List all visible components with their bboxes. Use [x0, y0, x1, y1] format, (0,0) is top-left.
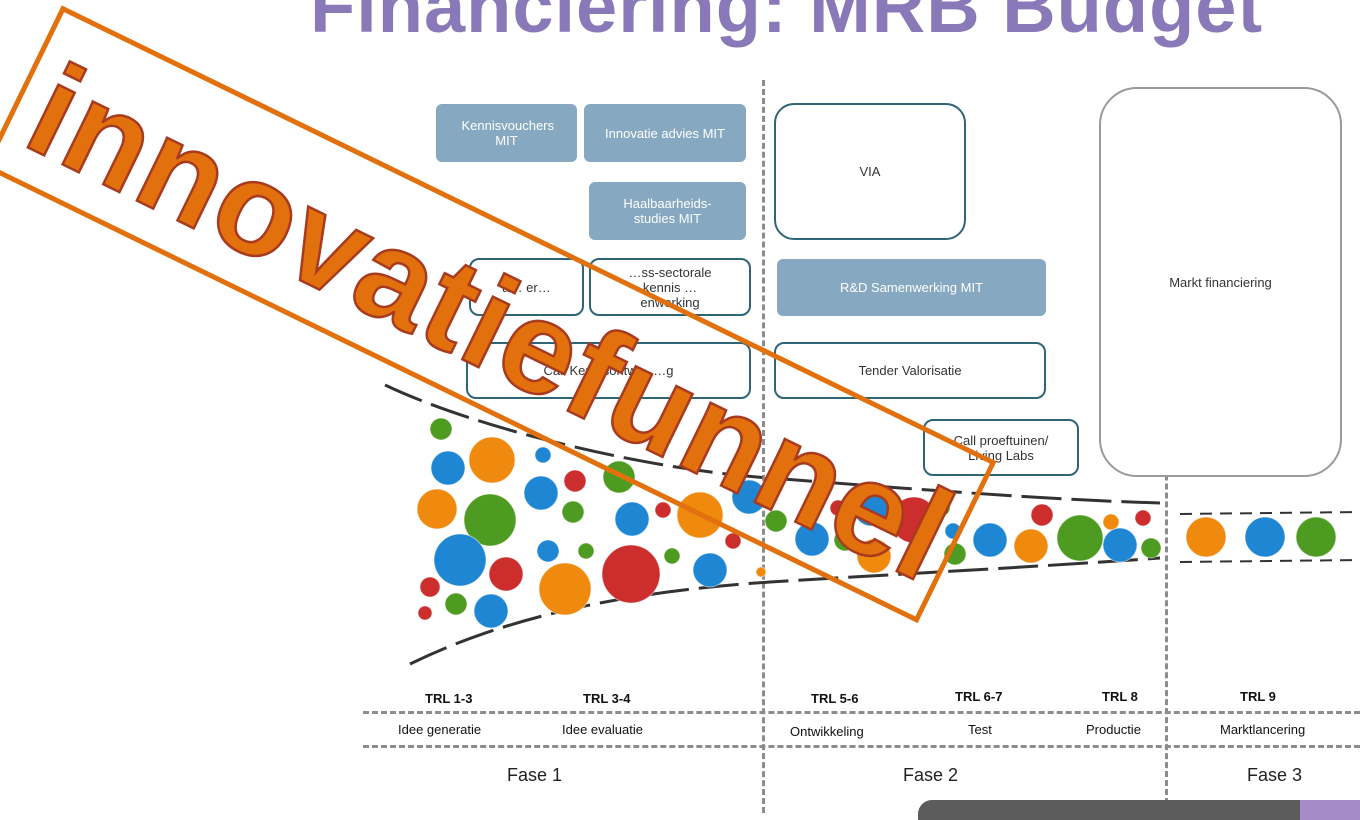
- funnel-ball: [429, 417, 453, 441]
- phase-label-1: Fase 1: [507, 765, 563, 785]
- funnel-ball: [614, 501, 650, 537]
- stage-line-mid: [363, 745, 1360, 748]
- funnel-ball: [419, 576, 441, 598]
- trl-label-6: TRL 9: [1240, 689, 1276, 704]
- trl-label-3: TRL 5-6: [811, 691, 859, 706]
- funnel-ball: [676, 491, 724, 539]
- funnel-ball: [833, 528, 857, 552]
- funnel-ball: [488, 556, 524, 592]
- funnel-ball: [906, 547, 924, 565]
- stage-label-5: Productie: [1086, 722, 1141, 737]
- funnel-ball: [692, 552, 728, 588]
- funnel-ball: [1056, 514, 1104, 562]
- funnel-top-line-right: [1179, 511, 1360, 515]
- trl-label-4: TRL 6-7: [955, 689, 1003, 704]
- funnel-ball: [602, 460, 636, 494]
- footer-bar-accent: [1300, 800, 1360, 820]
- funnel-ball: [829, 499, 847, 517]
- funnel-ball: [972, 522, 1008, 558]
- funnel-ball: [523, 475, 559, 511]
- funnel-ball: [856, 538, 892, 574]
- funnel-ball: [534, 446, 552, 464]
- funnel-ball: [944, 522, 962, 540]
- funnel-ball: [764, 509, 788, 533]
- funnel-ball: [1030, 503, 1054, 527]
- funnel-ball: [430, 450, 466, 486]
- funnel-ball: [1013, 528, 1049, 564]
- funnel-ball: [538, 562, 592, 616]
- funnel-ball: [1244, 516, 1286, 558]
- funnel-ball: [663, 547, 681, 565]
- funnel-ball: [755, 566, 767, 578]
- funnel-ball: [536, 539, 560, 563]
- funnel-ball: [416, 488, 458, 530]
- funnel-ball: [724, 532, 742, 550]
- funnel-ball: [853, 491, 889, 527]
- funnel-ball: [468, 436, 516, 484]
- phase-label-2: Fase 2: [903, 765, 959, 785]
- funnel-ball: [417, 605, 433, 621]
- funnel-ball: [805, 500, 823, 518]
- stage-label-1: Idee generatie: [398, 722, 482, 737]
- trl-label-1: TRL 1-3: [425, 691, 473, 706]
- stage-label-3: Ontwikkeling: [790, 724, 864, 739]
- funnel-ball: [1134, 509, 1152, 527]
- markt-financiering-box: Markt financiering: [1099, 87, 1342, 477]
- funnel-ball: [1140, 537, 1162, 559]
- funnel-ball: [433, 533, 487, 587]
- footer-bar: [918, 800, 1308, 820]
- stage-label-6: Marktlancering: [1220, 722, 1306, 737]
- funnel-ball: [1295, 516, 1337, 558]
- stage-label-2: Idee evaluatie: [562, 722, 643, 737]
- stage-label-4: Test: [968, 722, 992, 737]
- funnel-ball: [890, 496, 938, 544]
- funnel-bottom-line-right: [1179, 559, 1360, 563]
- funnel-ball: [654, 501, 672, 519]
- trl-label-2: TRL 3-4: [583, 691, 631, 706]
- funnel-ball: [563, 469, 587, 493]
- markt-financiering-label: Markt financiering: [1169, 274, 1272, 290]
- funnel-ball: [943, 542, 967, 566]
- funnel-ball: [1102, 513, 1120, 531]
- trl-label-5: TRL 8: [1102, 689, 1138, 704]
- stage-line-top: [363, 711, 1360, 714]
- funnel-ball: [473, 593, 509, 629]
- phase-label-3: Fase 3: [1247, 765, 1303, 785]
- funnel-ball: [1102, 527, 1138, 563]
- funnel-ball: [1185, 516, 1227, 558]
- funnel-ball: [561, 500, 585, 524]
- funnel-ball: [444, 592, 468, 616]
- funnel-ball: [731, 479, 767, 515]
- funnel-ball: [577, 542, 595, 560]
- funnel-ball: [933, 499, 951, 517]
- funnel-ball: [794, 521, 830, 557]
- funnel-ball: [601, 544, 661, 604]
